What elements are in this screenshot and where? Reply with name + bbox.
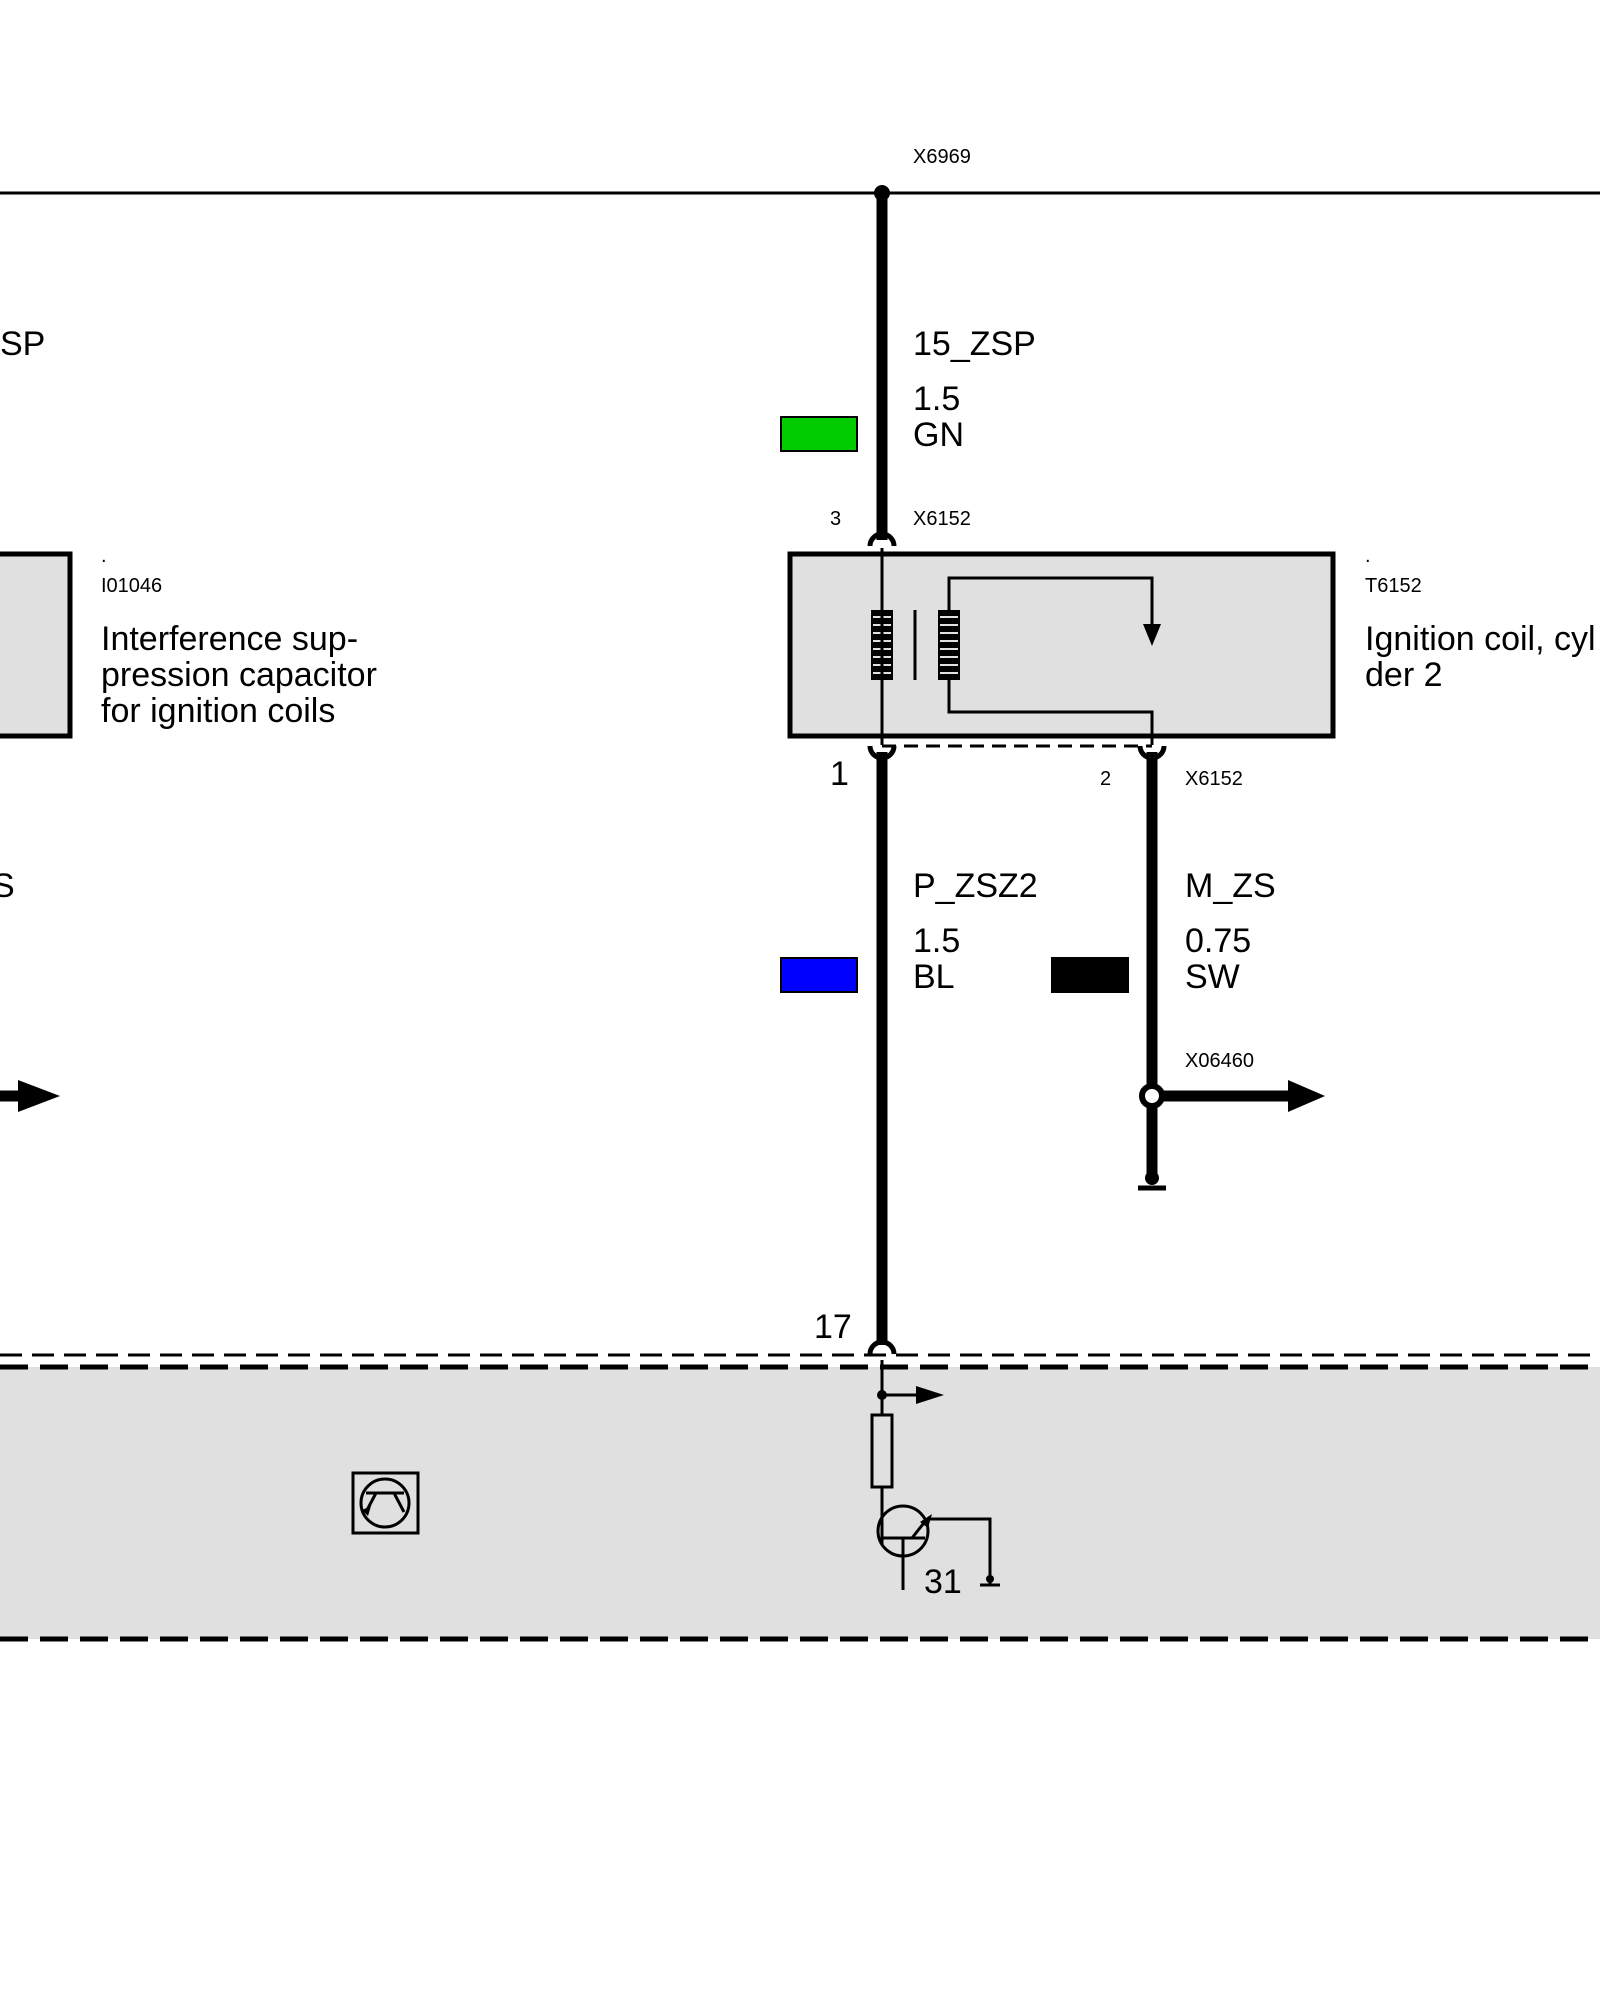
left-component-name-line1: Interference sup- [101, 620, 358, 658]
ground-gauge-label: 0.75 [1185, 922, 1251, 960]
output-color-swatch [780, 957, 858, 993]
ecu-ground-terminal-label: 31 [924, 1563, 962, 1601]
coil-id: T6152 [1365, 575, 1422, 597]
supply-connector-label: X6152 [913, 508, 971, 530]
supply-pin-number: 3 [830, 508, 841, 530]
output-gauge-label: 1.5 [913, 922, 960, 960]
ground-color-swatch [1051, 957, 1129, 993]
ground-signal-label: M_ZS [1185, 867, 1276, 905]
output-color-label: BL [913, 958, 955, 996]
left-component-dot: . [101, 545, 107, 567]
output-pin-number: 1 [830, 755, 849, 793]
supply-signal-label: 15_ZSP [913, 325, 1036, 363]
left-signal-label-top: SP [0, 325, 45, 363]
bus-connector-label: X6969 [913, 146, 971, 168]
ecu-connector-hook [867, 1339, 897, 1355]
coil-dot: . [1365, 545, 1371, 567]
coil-name-line2: der 2 [1365, 656, 1443, 694]
left-component-name-line2: pression capacitor [101, 656, 377, 694]
supply-gauge-label: 1.5 [913, 380, 960, 418]
supply-connector-hook [867, 531, 897, 547]
left-component-name-line3: for ignition coils [101, 692, 335, 730]
ground-pin-number: 2 [1100, 768, 1111, 790]
supply-color-label: GN [913, 416, 964, 454]
ground-junction-arrow-head [1288, 1080, 1325, 1112]
coil-name-line1: Ignition coil, cyl [1365, 620, 1596, 658]
coil-output-arrow-icon [1143, 624, 1161, 646]
secondary-winding-stripes [940, 616, 958, 674]
ecu-resistor-icon [870, 1413, 894, 1489]
ecu-pin-number: 17 [814, 1308, 852, 1346]
secondary-winding-icon [938, 610, 960, 680]
coil-secondary-output-path [947, 576, 1154, 628]
ground-junction-label: X06460 [1185, 1050, 1254, 1072]
ground-end-dot [1145, 1171, 1159, 1185]
left-signal-label-bottom: S [0, 867, 15, 905]
left-capacitor-box [0, 551, 73, 739]
ground-junction-dot [1139, 1083, 1165, 1109]
ground-color-label: SW [1185, 958, 1240, 996]
ground-connector-label: X6152 [1185, 768, 1243, 790]
supply-color-swatch [780, 416, 858, 452]
output-signal-label: P_ZSZ2 [913, 867, 1038, 905]
left-arrow-head [18, 1080, 60, 1112]
left-component-id: I01046 [101, 575, 162, 597]
ecu-sense-arrow-head [916, 1386, 944, 1404]
transistor-symbol-icon [351, 1471, 420, 1535]
ecu-module-box [0, 1367, 1600, 1639]
coil-ground-path [947, 680, 1154, 745]
ecu-driver-transistor-icon [876, 1504, 1000, 1590]
